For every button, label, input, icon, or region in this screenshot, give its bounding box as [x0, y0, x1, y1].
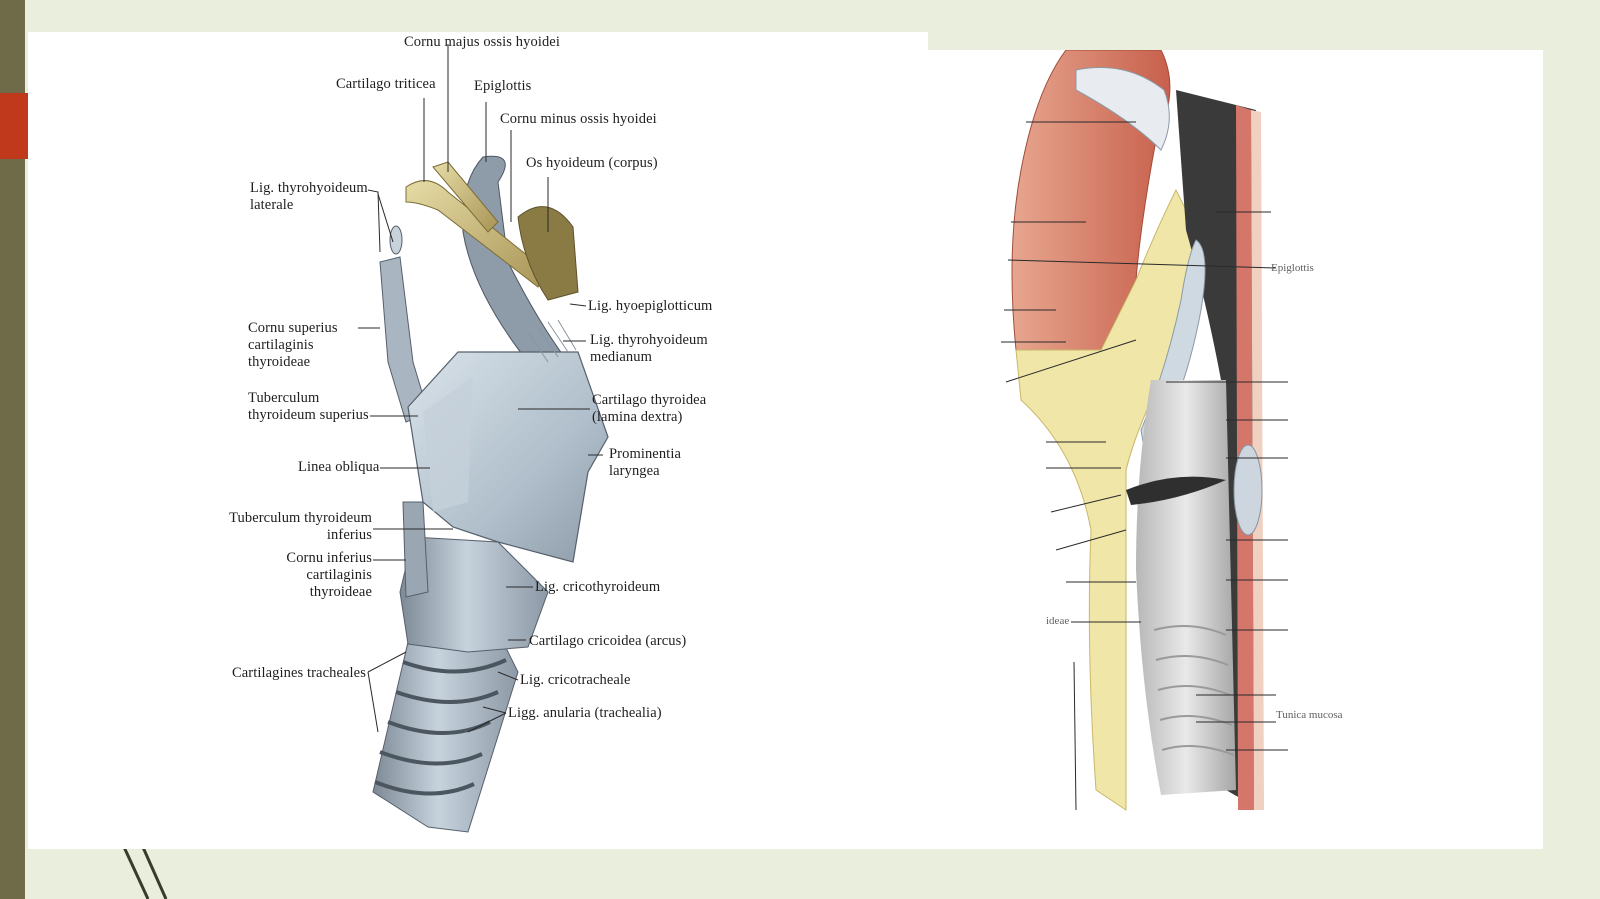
label-cartilagines-tracheales: Cartilagines tracheales	[232, 665, 366, 681]
label-cartilago-cricoidea: Cartilago cricoidea (arcus)	[529, 633, 687, 649]
label-os-hyoideum: Os hyoideum (corpus)	[526, 155, 658, 171]
label-epiglottis: Epiglottis	[474, 78, 532, 94]
vocal-fold	[1126, 476, 1226, 505]
right-figure-panel: Epiglottis ideae Tunica mucosa	[926, 50, 1543, 849]
label-right-ideae: ideae	[1046, 615, 1070, 627]
label-tuberculum-inferius: Tuberculum thyroideum inferius	[229, 510, 372, 543]
cricoid-cartilage	[399, 536, 549, 653]
larynx-lumen	[1136, 380, 1236, 795]
label-lig-hyoepiglotticum: Lig. hyoepiglotticum	[588, 298, 713, 314]
label-right-epiglottis: Epiglottis	[1271, 262, 1314, 274]
label-cornu-minus: Cornu minus ossis hyoidei	[500, 111, 657, 127]
label-lig-cricothyroideum: Lig. cricothyroideum	[535, 579, 661, 595]
label-right-tunica-mucosa: Tunica mucosa	[1276, 709, 1343, 721]
label-cornu-inferius: Cornu inferius cartilaginis thyroideae	[286, 550, 372, 600]
label-lig-thyrohyoideum-medianum: Lig. thyrohyoideum medianum	[590, 332, 708, 365]
label-ligg-anularia: Ligg. anularia (trachealia)	[508, 705, 662, 721]
left-figure-panel: Cornu majus ossis hyoidei Cartilago trit…	[28, 32, 928, 849]
label-cartilago-thyroidea: Cartilago thyroidea (lamina dextra)	[592, 392, 707, 425]
label-lig-cricotracheale: Lig. cricotracheale	[520, 672, 631, 688]
larynx-sagittal-illustration	[1001, 50, 1288, 811]
hyoid-section	[1075, 67, 1170, 151]
larynx-external-illustration	[358, 44, 609, 833]
label-cartilago-triticea: Cartilago triticea	[336, 76, 436, 92]
accent-marker	[0, 93, 29, 159]
label-linea-obliqua: Linea obliqua	[298, 459, 380, 475]
hyoid-bone	[405, 161, 579, 301]
label-tuberculum-superius: Tuberculum thyroideum superius	[248, 390, 369, 423]
label-prominentia: Prominentia laryngea	[609, 446, 681, 479]
cricoid-lamina	[1233, 444, 1263, 536]
label-lig-thyrohyoideum-laterale: Lig. thyrohyoideum laterale	[250, 180, 368, 213]
label-cornu-majus: Cornu majus ossis hyoidei	[404, 34, 560, 50]
trachea	[372, 631, 519, 833]
label-cornu-superius: Cornu superius cartilaginis thyroideae	[248, 320, 338, 370]
